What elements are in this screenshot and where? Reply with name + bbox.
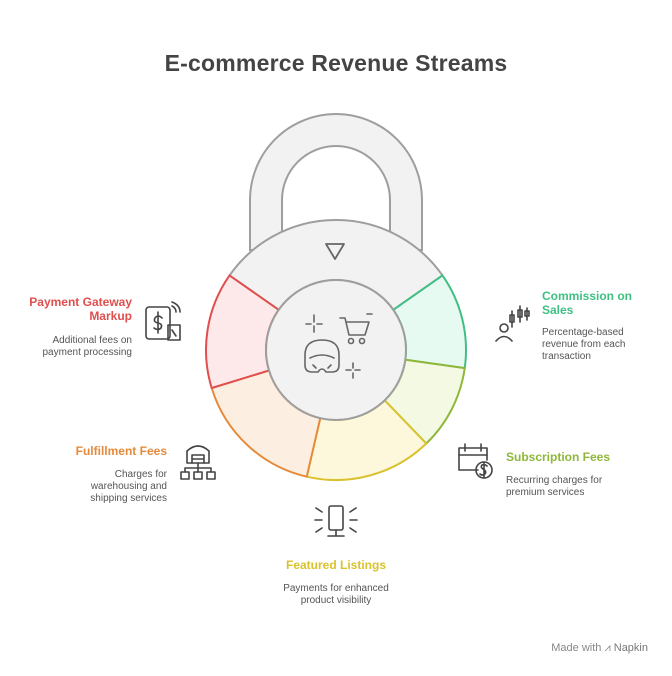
napkin-brand-text: Napkin — [613, 642, 648, 654]
subscription-description: Recurring charges for premium services — [506, 475, 603, 498]
payment-gateway-description: Additional fees on payment processing — [42, 335, 133, 358]
center-hub — [265, 279, 407, 421]
keyhole-icon — [325, 243, 345, 260]
shopping-cart-icon — [339, 313, 373, 345]
commission-label: Commission on Sales — [542, 289, 633, 317]
warehouse-network-icon — [180, 445, 216, 480]
subscription-label: Subscription Fees — [506, 450, 611, 464]
padlock-shackle — [249, 113, 423, 251]
calendar-dollar-icon — [458, 443, 493, 479]
fulfillment-description: Charges for warehousing and shipping ser… — [90, 469, 167, 504]
napkin-logo-icon: ⩘ — [604, 642, 611, 654]
made-with-text: Made with — [551, 642, 602, 654]
candlestick-person-icon — [495, 305, 530, 342]
fulfillment-label: Fulfillment Fees — [75, 444, 167, 458]
featured-listings-label: Featured Listings — [285, 558, 386, 572]
spotlight-sign-icon — [314, 505, 358, 537]
commission-description: Percentage-based revenue from each trans… — [542, 327, 626, 362]
page-title: E-commerce Revenue Streams — [164, 50, 508, 76]
featured-listings-description: Payments for enhanced product visibility — [283, 583, 389, 606]
payment-terminal-icon — [145, 301, 181, 341]
napkin-credit: Made with ⩘ Napkin — [551, 642, 648, 655]
payment-gateway-label: Payment Gateway Markup — [29, 295, 132, 323]
vr-headset-icon — [304, 314, 361, 379]
